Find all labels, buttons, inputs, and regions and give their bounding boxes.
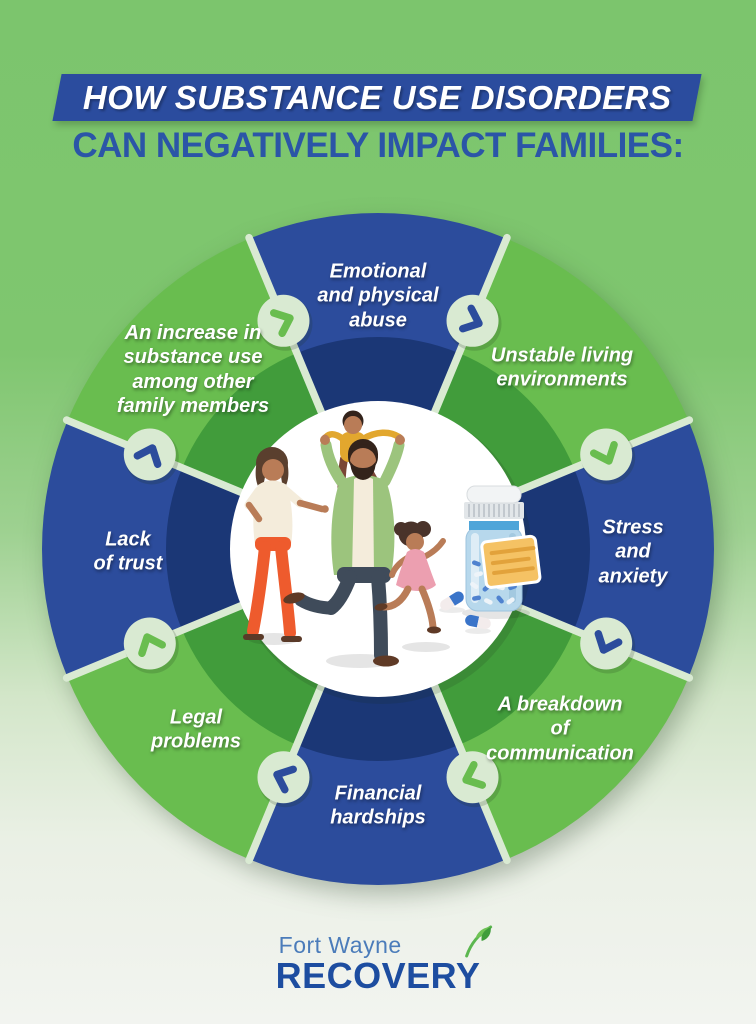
pill-bottle-icon <box>464 485 542 612</box>
chevron-badge <box>446 751 499 804</box>
man-figure <box>283 435 405 667</box>
chevron-badge <box>446 294 499 347</box>
brand-name-bottom: RECOVERY <box>275 955 481 996</box>
wheel-sector <box>249 743 507 885</box>
segment-label-lack-of-trust: Lack of trust <box>93 528 163 575</box>
wheel-sector <box>458 629 689 860</box>
chevron-badge <box>123 428 176 481</box>
family-illustration <box>243 410 446 667</box>
chevron-badge <box>580 428 633 481</box>
wheel-sector <box>67 238 298 469</box>
title-banner: HOW SUBSTANCE USE DISORDERS <box>52 74 702 121</box>
chevron-badge <box>123 617 176 670</box>
footer-logo: Fort Wayne RECOVERY <box>275 925 492 996</box>
chevron-badge <box>257 751 310 804</box>
chevron-icon <box>273 765 297 794</box>
wheel-sector <box>249 213 507 355</box>
wheel-sector-inner <box>166 467 244 631</box>
title-line-1: HOW SUBSTANCE USE DISORDERS <box>82 78 672 116</box>
wheel-sector <box>42 420 184 678</box>
chevron-icon <box>594 630 623 654</box>
chevron-icon <box>133 444 162 468</box>
wheel-sectors <box>42 213 714 885</box>
capsule-icon <box>440 591 464 611</box>
wheel-sector-inner <box>296 337 460 415</box>
wheel-sector-inner <box>296 683 460 761</box>
chevron-badge <box>580 617 633 670</box>
chevron-icon <box>459 304 483 333</box>
bottle-label <box>480 534 542 589</box>
segment-label-stress-anxiety: Stress and anxiety <box>598 516 668 588</box>
wheel-sector <box>572 420 714 678</box>
segment-label-emotional-abuse: Emotional and physical abuse <box>317 260 439 332</box>
wheel-sector <box>458 238 689 469</box>
girl-figure <box>374 521 446 634</box>
segment-label-communication: A breakdown of communication <box>486 693 634 765</box>
segment-label-substance-increase: An increase in substance use among other… <box>116 322 270 418</box>
wheel-sector-inner <box>182 604 323 745</box>
brand-name-top: Fort Wayne <box>278 932 402 958</box>
wheel-sector-inner <box>512 467 590 631</box>
impact-wheel: Emotional and physical abuse Unstable li… <box>38 209 718 889</box>
segment-label-legal-problems: Legal problems <box>150 706 242 753</box>
capsule-icon <box>465 614 491 630</box>
capsule-icons <box>439 591 491 634</box>
title-line-2: CAN NEGATIVELY IMPACT FAMILIES: <box>72 126 684 165</box>
pills-inside <box>470 559 517 605</box>
woman-figure <box>243 447 329 642</box>
wheel-sector-inner <box>433 353 574 494</box>
sprout-leaf-icon <box>464 925 492 958</box>
segment-label-financial-hardships: Financial hardships <box>330 782 426 829</box>
segment-label-unstable-living: Unstable living environments <box>490 344 634 391</box>
chevron-icon <box>269 309 294 338</box>
chevron-icon <box>462 760 487 789</box>
cap-ridges <box>468 504 520 517</box>
chevron-icon <box>589 440 618 465</box>
wheel-sector-inner <box>182 353 323 494</box>
chevron-icon <box>138 633 167 658</box>
impact-wheel-graphic <box>42 213 714 885</box>
chevron-badge <box>257 294 310 347</box>
wheel-sector-inner <box>433 604 574 745</box>
wheel-sector <box>67 629 298 860</box>
